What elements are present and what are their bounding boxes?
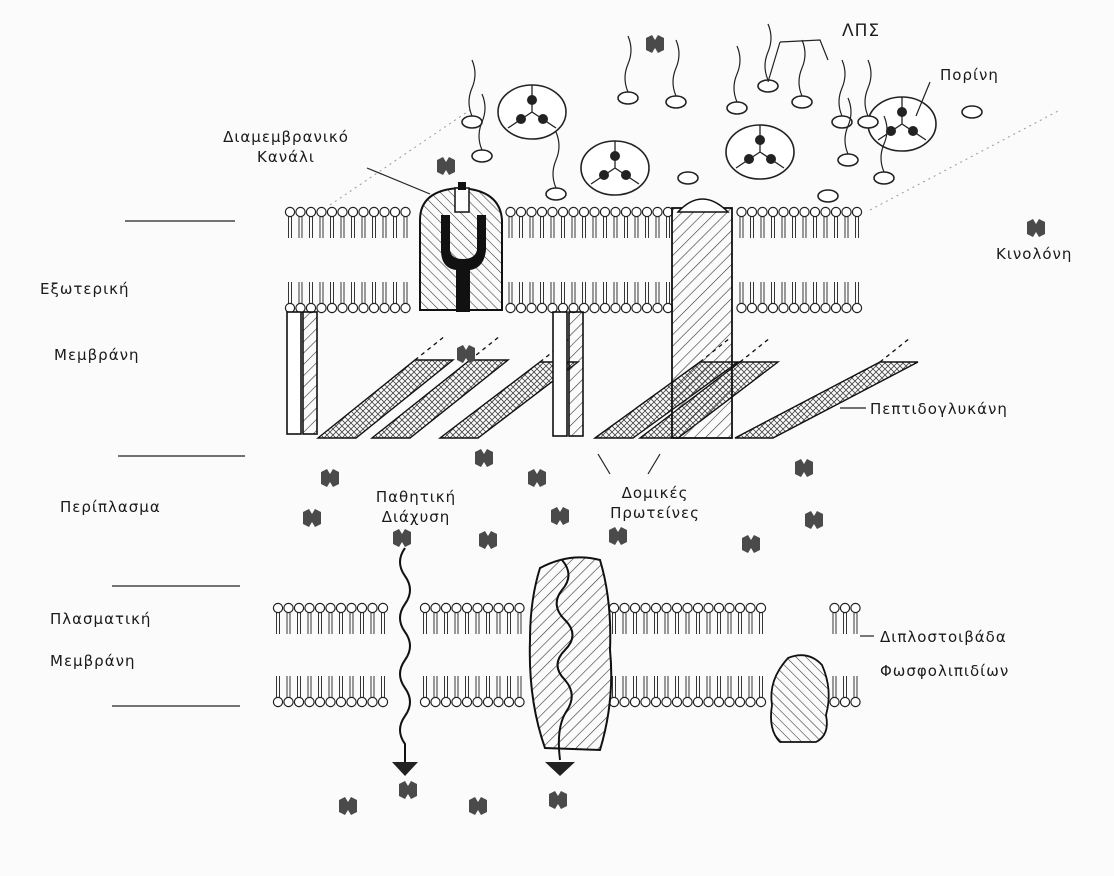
passive-diffusion-label-line1: Παθητική xyxy=(356,488,476,506)
structural-proteins-label-line2: Πρωτείνες xyxy=(590,504,720,522)
porin-label: Πορίνη xyxy=(940,66,999,84)
bilayer-label-line2: Φωσφολιπιδίων xyxy=(880,662,1009,680)
peptidoglycan-label: Πεπτιδογλυκάνη xyxy=(870,400,1008,418)
plasma-membrane-label-line2: Μεμβράνη xyxy=(50,652,135,670)
peripheral-membrane-protein xyxy=(771,655,829,742)
channel-label-line1: Διαμεμβρανικό xyxy=(196,128,376,146)
passive-diffusion-path xyxy=(392,548,418,776)
lps-label: ΛΠΣ xyxy=(842,22,880,40)
plasma-membrane-label-line1: Πλασματική xyxy=(50,610,151,628)
porins xyxy=(498,85,936,195)
outer-membrane-label-line2: Μεμβράνη xyxy=(54,346,139,364)
channel-label-line2: Κανάλι xyxy=(196,148,376,166)
integral-membrane-protein xyxy=(530,557,611,776)
bilayer-label-line1: Διπλοστοιβάδα xyxy=(880,628,1007,646)
structural-protein-pillar xyxy=(672,199,732,438)
outer-membrane-label-line1: Εξωτερική xyxy=(40,280,130,298)
passive-diffusion-label-line2: Διάχυση xyxy=(356,508,476,526)
periplasm-label: Περίπλασμα xyxy=(60,498,161,516)
region-dividers xyxy=(112,221,245,706)
transmembrane-channel xyxy=(420,182,502,312)
quinolone-label: Κινολόνη xyxy=(996,245,1072,263)
outer-membrane-bilayer xyxy=(285,207,861,312)
peptidoglycan-layer xyxy=(318,336,918,438)
label-leaders xyxy=(367,40,930,636)
structural-proteins-label-line1: Δομικές xyxy=(590,484,720,502)
